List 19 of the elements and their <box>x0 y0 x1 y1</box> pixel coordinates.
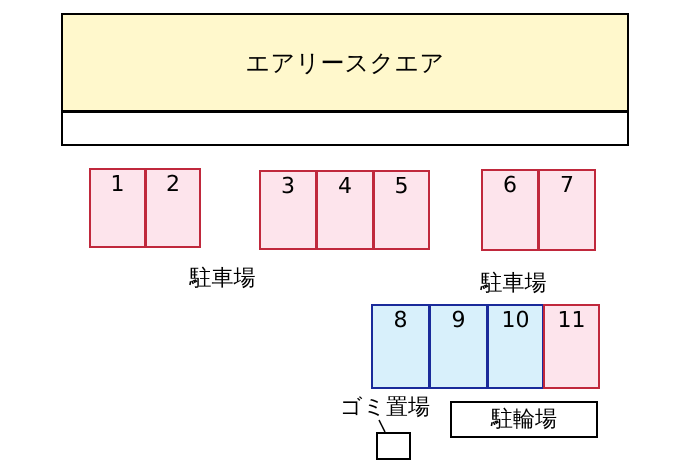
parking-space: 5 <box>373 170 430 250</box>
parking-space: 10 <box>487 304 544 389</box>
parking-space: 8 <box>371 304 430 389</box>
parking-space: 9 <box>429 304 488 389</box>
bicycle-parking-box: 駐輪場 <box>450 401 598 438</box>
parking-lot-label: 駐車場 <box>188 268 256 290</box>
empty-box <box>376 432 411 460</box>
leader-line <box>378 420 386 432</box>
parking-space: 7 <box>538 169 596 251</box>
area-label: ゴミ置場 <box>330 396 440 420</box>
building-block: エアリースクエア <box>61 13 629 112</box>
parking-lot-label: 駐車場 <box>479 273 548 295</box>
parking-space: 4 <box>316 170 374 250</box>
empty-box <box>61 111 629 146</box>
parking-space: 1 <box>89 168 146 248</box>
parking-space: 3 <box>259 170 317 250</box>
parking-space: 11 <box>543 304 600 389</box>
parking-space: 2 <box>145 168 201 248</box>
parking-space: 6 <box>481 169 539 251</box>
